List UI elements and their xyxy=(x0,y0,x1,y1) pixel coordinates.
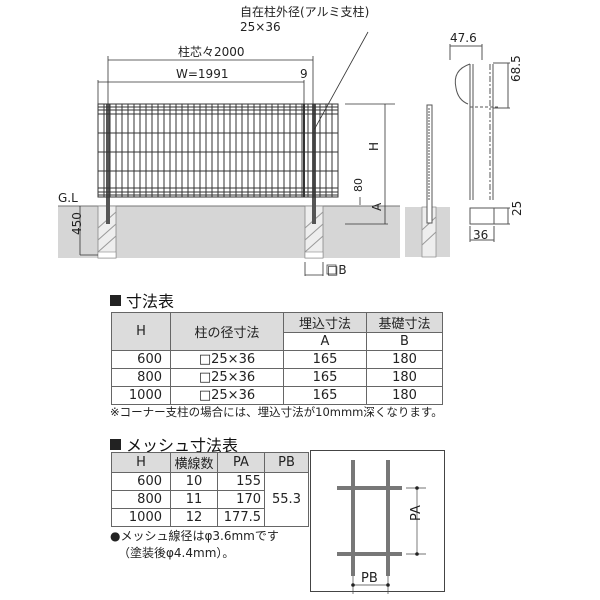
bracket-width-label: 47.6 xyxy=(450,31,477,45)
header-embed-sub: A xyxy=(283,332,367,351)
post-label-line1: 自在柱外径(アルミ支柱) xyxy=(240,4,369,19)
table-row: 600 10 155 55.3 xyxy=(111,472,309,527)
header-base: 基礎寸法 xyxy=(366,312,443,333)
post-label-line2: 25×36 xyxy=(240,20,281,34)
pb-value: 55.3 xyxy=(264,472,309,527)
embed-label: A xyxy=(370,202,384,211)
header-embed: 埋込寸法 xyxy=(283,312,367,333)
post-depth-label: 25 xyxy=(510,201,524,216)
mesh-detail-drawing: PA PB xyxy=(310,450,445,594)
pitch-label: 柱芯々2000 xyxy=(178,44,245,59)
header-h: H xyxy=(111,312,171,351)
width-label: W=1991 xyxy=(176,67,228,81)
post-left xyxy=(106,104,110,224)
header-base-sub: B xyxy=(366,332,443,351)
table-row: 1000 12 177.5 xyxy=(111,508,309,527)
ground-label: G.L xyxy=(58,191,78,205)
post-width-label: 36 xyxy=(473,228,488,242)
dimension-table: H 柱の径寸法 埋込寸法 基礎寸法 A B 600 □25×36 165 180… xyxy=(111,312,443,405)
table-row: 1000 □25×36 165 180 xyxy=(111,386,443,405)
mesh-table-title: メッシュ寸法表 xyxy=(110,432,238,456)
square-bullet-icon xyxy=(110,294,121,306)
dimension-table-title: 寸法表 xyxy=(110,288,174,312)
foundation-size-label: □B xyxy=(327,263,347,277)
foundation-right xyxy=(304,205,324,259)
table-row: 800 □25×36 165 180 xyxy=(111,368,443,387)
foundation-left xyxy=(97,205,117,259)
mesh-note-line2: （塗装後φ4.4mm）。 xyxy=(118,546,235,560)
pb-label: PB xyxy=(361,571,378,586)
gap-label: 9 xyxy=(300,67,308,81)
fence-elevation-drawing: 自在柱外径(アルミ支柱) 25×36 柱芯々2000 W=1991 9 H 80… xyxy=(58,4,400,277)
square-bullet-icon xyxy=(110,438,121,450)
side-view-drawing: 47.6 68.5 25 36 xyxy=(405,31,524,258)
header-post: 柱の径寸法 xyxy=(170,312,284,351)
pa-label: PA xyxy=(409,505,424,521)
offset-label: 80 xyxy=(352,178,365,192)
table-row: 800 11 170 xyxy=(111,490,309,509)
foundation-depth-label: 450 xyxy=(70,212,84,235)
height-label: H xyxy=(367,142,381,151)
bracket-height-label: 68.5 xyxy=(509,55,523,82)
mesh-note-line1: ●メッシュ線径はφ3.6mmです xyxy=(110,529,279,543)
dimension-table-note: ※コーナー支柱の場合には、埋込寸法が10mmm深くなります。 xyxy=(110,405,443,419)
mesh-table: H 横線数 PA PB 600 10 155 55.3 800 11 170 1… xyxy=(111,452,309,527)
table-row: 600 □25×36 165 180 xyxy=(111,350,443,369)
mesh-panel xyxy=(97,103,339,198)
